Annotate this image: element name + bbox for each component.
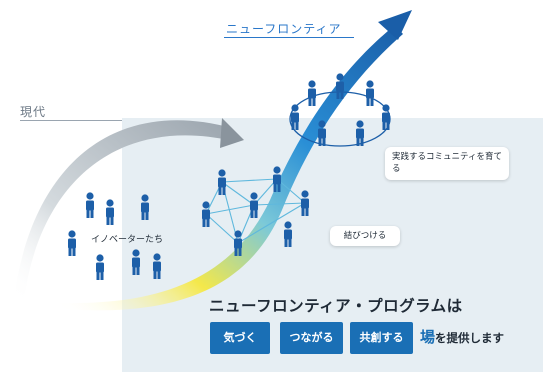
future-underline bbox=[224, 37, 354, 38]
person-icon bbox=[106, 199, 114, 225]
person-icon bbox=[273, 166, 281, 192]
future-curve-path bbox=[60, 25, 403, 311]
community-callout: 実践するコミュニティを育てる bbox=[385, 147, 509, 180]
future-label: ニューフロンティア bbox=[226, 22, 342, 36]
person-icon bbox=[284, 221, 292, 247]
person-icon bbox=[291, 104, 299, 130]
present-underline bbox=[20, 120, 122, 121]
person-icon bbox=[336, 73, 344, 99]
person-icon bbox=[96, 254, 104, 280]
person-icon bbox=[250, 192, 258, 218]
people bbox=[68, 73, 390, 280]
connect-button[interactable]: つながる bbox=[280, 322, 343, 354]
person-icon bbox=[318, 120, 326, 146]
notice-button[interactable]: 気づく bbox=[210, 322, 270, 354]
future-curve bbox=[60, 10, 412, 311]
provide-rest: を提供します bbox=[435, 331, 505, 345]
cocreate-button[interactable]: 共創する bbox=[350, 322, 413, 354]
program-title: ニューフロンティア・プログラムは bbox=[209, 297, 463, 315]
present-arc bbox=[14, 118, 244, 300]
person-icon bbox=[356, 120, 364, 146]
present-label: 現代 bbox=[20, 105, 47, 119]
person-icon bbox=[366, 80, 374, 106]
connect-callout: 結びつける bbox=[330, 226, 400, 247]
person-icon bbox=[382, 104, 390, 130]
present-arc-path bbox=[14, 120, 233, 300]
person-icon bbox=[308, 80, 316, 106]
person-icon bbox=[218, 169, 226, 195]
future-curve-head bbox=[378, 10, 412, 40]
person-icon bbox=[301, 190, 309, 216]
place-kanji: 場 bbox=[420, 328, 436, 346]
person-icon bbox=[202, 201, 210, 227]
innovators-label: イノベーターたち bbox=[91, 235, 164, 245]
person-icon bbox=[68, 230, 76, 256]
person-icon bbox=[234, 230, 242, 256]
person-icon bbox=[153, 253, 161, 279]
present-arc-head bbox=[220, 118, 244, 148]
person-icon bbox=[141, 194, 149, 220]
person-icon bbox=[132, 249, 140, 275]
person-icon bbox=[86, 192, 94, 218]
provide-place-text: 場を提供します bbox=[420, 326, 504, 347]
